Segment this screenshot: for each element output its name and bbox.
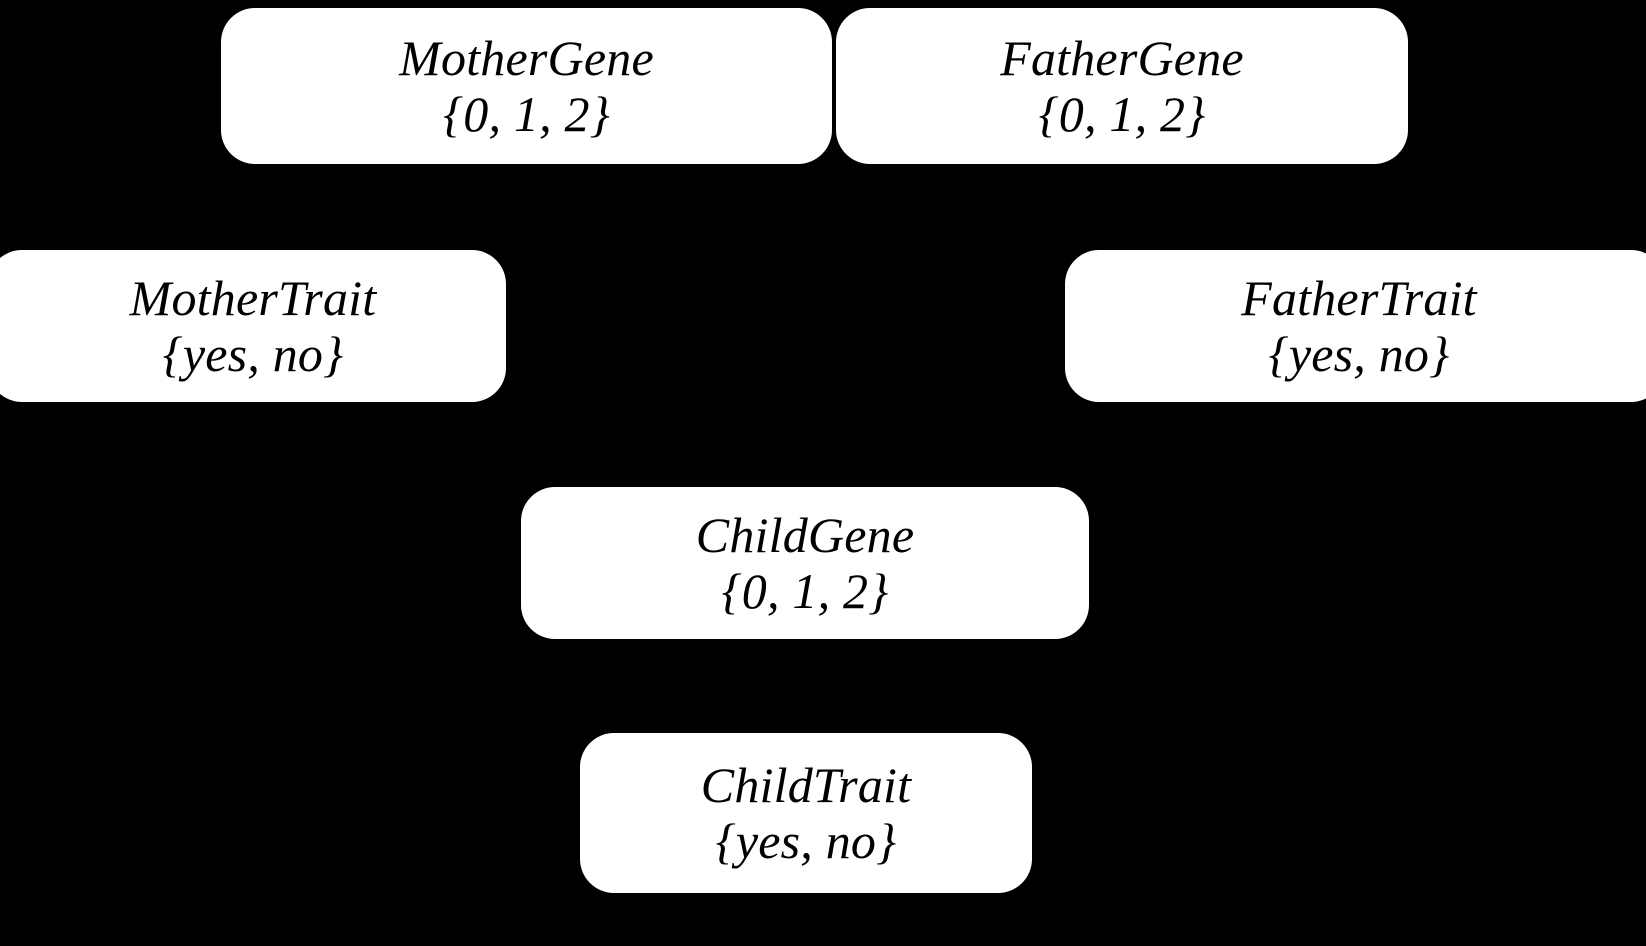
node-mother-trait-domain: {yes, no}	[162, 326, 344, 382]
node-mother-trait[interactable]: MotherTrait {yes, no}	[0, 250, 506, 402]
node-child-trait-label: ChildTrait	[700, 757, 912, 813]
node-father-gene[interactable]: FatherGene {0, 1, 2}	[836, 8, 1408, 164]
node-mother-gene-label: MotherGene	[399, 30, 654, 86]
node-father-trait-label: FatherTrait	[1241, 270, 1477, 326]
node-child-trait[interactable]: ChildTrait {yes, no}	[580, 733, 1032, 893]
node-child-gene-domain: {0, 1, 2}	[721, 563, 889, 619]
node-mother-gene-domain: {0, 1, 2}	[443, 86, 610, 142]
node-mother-gene[interactable]: MotherGene {0, 1, 2}	[221, 8, 832, 164]
node-father-trait[interactable]: FatherTrait {yes, no}	[1065, 250, 1646, 402]
node-child-gene[interactable]: ChildGene {0, 1, 2}	[521, 487, 1089, 639]
node-father-gene-domain: {0, 1, 2}	[1038, 86, 1206, 142]
node-child-gene-label: ChildGene	[695, 507, 915, 563]
node-father-gene-label: FatherGene	[1000, 30, 1244, 86]
node-child-trait-domain: {yes, no}	[715, 813, 897, 869]
node-mother-trait-label: MotherTrait	[129, 270, 377, 326]
node-father-trait-domain: {yes, no}	[1268, 326, 1450, 382]
